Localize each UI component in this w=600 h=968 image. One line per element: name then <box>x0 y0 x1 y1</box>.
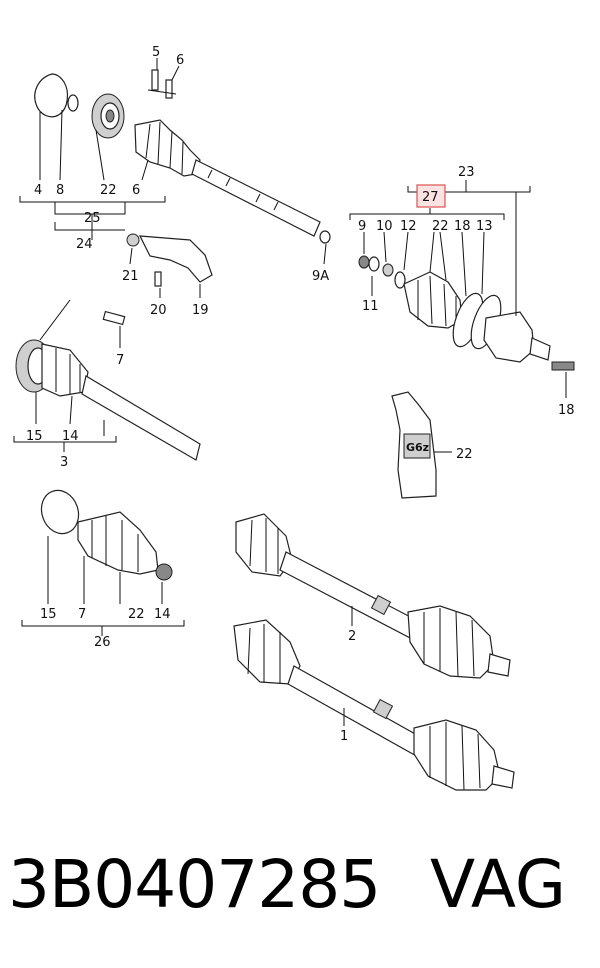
label-11: 11 <box>362 299 379 314</box>
label-22-kit: 22 <box>432 219 449 234</box>
part-number: 3B0407285 <box>8 846 381 923</box>
label-22-tube: 22 <box>456 447 473 462</box>
brand-name: VAG <box>430 846 567 923</box>
label-20: 20 <box>150 303 167 318</box>
top-left-assembly <box>34 69 331 244</box>
label-7-bottom: 7 <box>78 607 86 622</box>
label-9a: 9A <box>312 269 329 284</box>
label-8: 8 <box>56 183 64 198</box>
label-4: 4 <box>34 183 42 198</box>
label-5: 5 <box>152 45 160 60</box>
drive-shaft-1 <box>233 619 515 791</box>
label-14-left: 14 <box>62 429 79 444</box>
label-13: 13 <box>476 219 493 234</box>
label-6-lower: 6 <box>132 183 140 198</box>
label-14-bottom: 14 <box>154 607 171 622</box>
label-24: 24 <box>76 237 93 252</box>
highlight-box-27 <box>416 184 446 208</box>
label-21: 21 <box>122 269 139 284</box>
label-25: 25 <box>84 211 101 226</box>
label-23: 23 <box>458 165 475 180</box>
label-1: 1 <box>340 729 348 744</box>
caption: 3B0407285 VAG <box>0 840 600 940</box>
label-12: 12 <box>400 219 417 234</box>
label-2: 2 <box>348 629 356 644</box>
heat-shield-group <box>126 233 213 298</box>
tube-label: G6z <box>406 441 429 454</box>
label-10: 10 <box>376 219 393 234</box>
leader-lines-top-left <box>19 58 327 265</box>
label-18-bolt: 18 <box>558 403 575 418</box>
boot-kit-26 <box>21 489 185 636</box>
label-18-kit: 18 <box>454 219 471 234</box>
label-15-left: 15 <box>26 429 43 444</box>
label-15-bottom: 15 <box>40 607 57 622</box>
label-7-left: 7 <box>116 353 124 368</box>
grease-tube <box>391 391 452 499</box>
label-6-top: 6 <box>176 53 184 68</box>
assembly-3 <box>13 299 201 461</box>
label-22-top-left: 22 <box>100 183 117 198</box>
drive-shaft-2 <box>235 513 511 679</box>
label-26: 26 <box>94 635 111 650</box>
label-3: 3 <box>60 455 68 470</box>
label-27: 27 <box>422 190 439 205</box>
callout-labels: 5 6 4 8 22 6 25 24 9A 21 20 19 7 15 14 3… <box>26 45 575 744</box>
label-22-bottom: 22 <box>128 607 145 622</box>
label-9: 9 <box>358 219 366 234</box>
label-19: 19 <box>192 303 209 318</box>
kit-23 <box>349 180 575 398</box>
